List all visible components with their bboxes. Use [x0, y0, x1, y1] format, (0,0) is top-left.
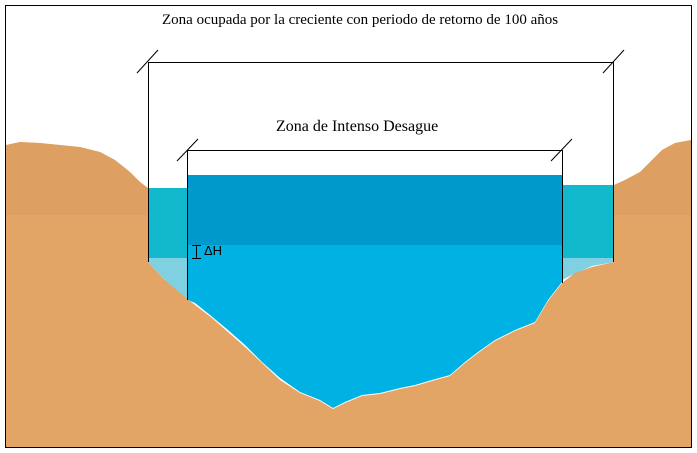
inner-zone-label: Zona de Intenso Desague — [276, 118, 439, 135]
right-floodplain-lower-water — [562, 258, 614, 280]
inner-dimension-left-tick — [176, 138, 199, 162]
left-bank-shading — [6, 142, 148, 215]
left-floodplain-water — [148, 188, 188, 261]
right-floodplain-water — [562, 185, 614, 259]
inner-dimension-right-tick — [550, 138, 573, 162]
outer-dimension-left-tick — [136, 49, 159, 74]
channel-upper-band — [188, 175, 562, 245]
outer-zone-label: Zona ocupada por la creciente con period… — [162, 12, 559, 28]
right-bank-shading — [614, 140, 691, 215]
delta-h-label: ΔH — [204, 243, 223, 258]
outer-dimension-right-tick — [602, 49, 625, 74]
soil-cross-section — [6, 140, 691, 447]
left-floodplain-lower-water — [148, 258, 188, 300]
